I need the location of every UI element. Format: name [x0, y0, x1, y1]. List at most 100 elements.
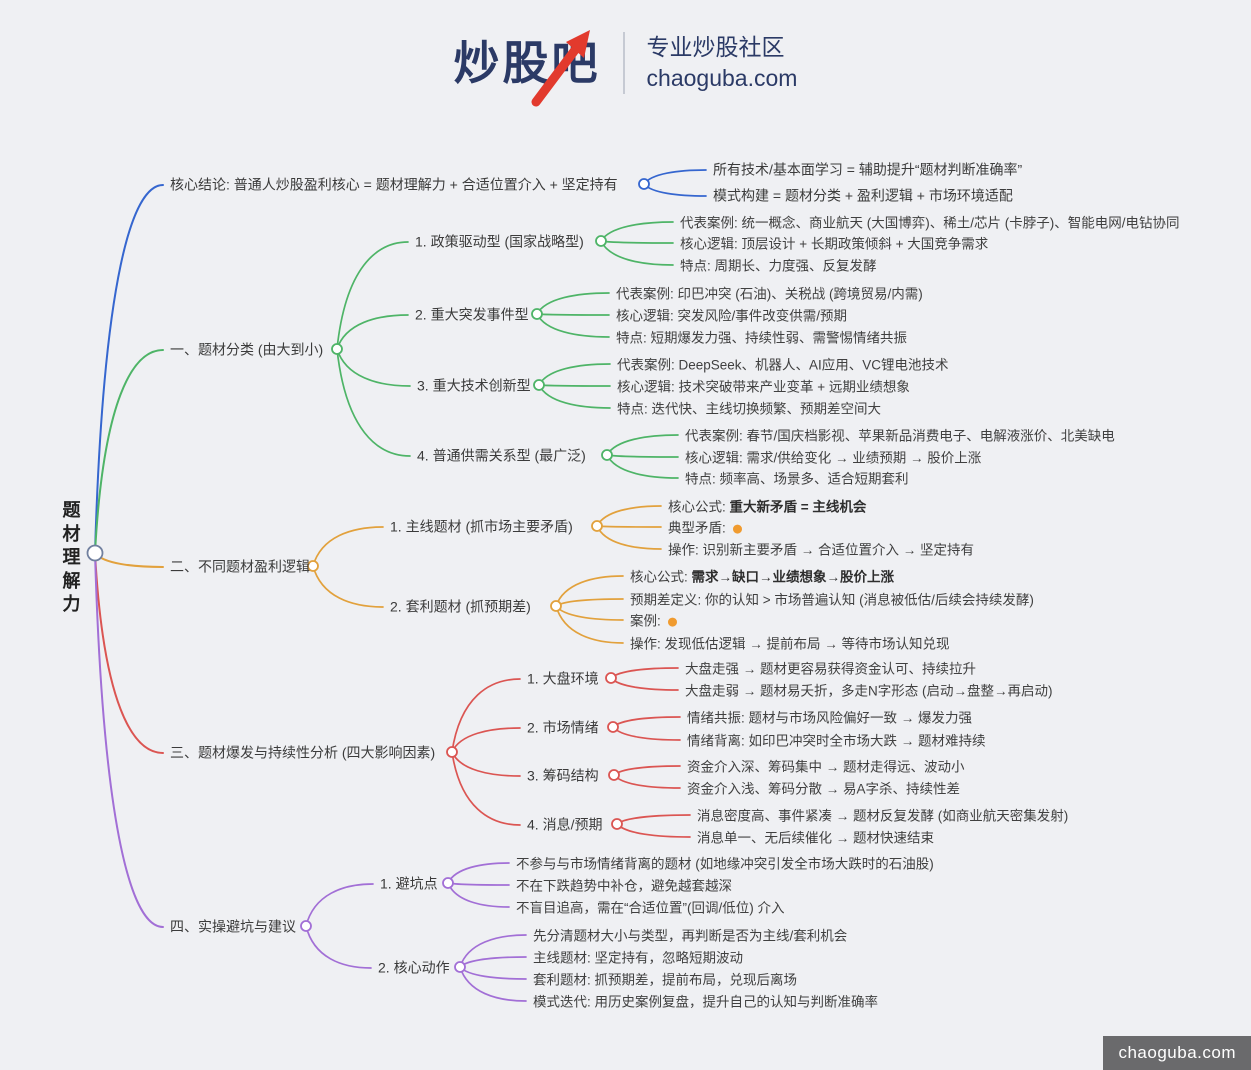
leaf-label: 代表案例: 印巴冲突 (石油)、关税战 (跨境贸易/内需): [616, 283, 923, 303]
edge: [538, 384, 611, 409]
label-text: 模式迭代: 用历史案例复盘，提升自己的认知与判断准确率: [533, 994, 879, 1010]
leaf-label: 操作: 识别新主要矛盾 → 合适位置介入 → 坚定持有: [668, 539, 974, 559]
leaf-label: 核心逻辑: 技术突破带来产业变革 + 远期业绩想象: [617, 376, 910, 396]
label-text: 一、题材分类 (由大到小): [170, 341, 324, 358]
edge: [612, 726, 681, 741]
branch-label: 一、题材分类 (由大到小): [170, 340, 323, 360]
leaf-label: 典型矛盾:: [668, 517, 742, 537]
node-anchor-dot: [331, 343, 343, 355]
branch-label: 二、不同题材盈利逻辑: [170, 557, 310, 577]
watermark-text: chaoguba.com: [1118, 1043, 1236, 1062]
edge: [536, 292, 610, 315]
label-text: 4. 普通供需关系型 (最广泛): [417, 447, 586, 464]
leaf-label: 核心逻辑: 突发风险/事件改变供需/预期: [616, 305, 847, 325]
label-text: 2. 重大突发事件型: [415, 306, 529, 323]
leaf-label: 特点: 短期爆发力强、持续性弱、需警惕情绪共振: [616, 327, 907, 347]
edge: [312, 526, 384, 567]
edge: [312, 565, 384, 608]
edge: [336, 348, 411, 457]
root-node-label: 题材理解力: [62, 500, 81, 614]
leaf-text-prefix: 核心公式:: [630, 569, 692, 585]
label-text: 主线题材: 坚定持有，忽略短期波动: [533, 950, 744, 966]
label-text: 2. 市场情绪: [527, 719, 599, 736]
leaf-label: 消息单一、无后续催化 → 题材快速结束: [697, 827, 934, 847]
leaf-label: 案例:: [630, 610, 677, 630]
leaf-label: 资金介入浅、筹码分散 → 易A字杀、持续性差: [687, 778, 960, 798]
label-text: 1. 避坑点: [380, 875, 438, 892]
node-anchor-dot: [607, 721, 619, 733]
label-text: 不参与与市场情绪背离的题材 (如地缘冲突引发全市场大跌时的石油股): [516, 856, 934, 872]
sub-branch-label: 3. 重大技术创新型: [417, 376, 531, 396]
edge: [451, 678, 521, 753]
edge: [94, 349, 164, 554]
sub-branch-label: 2. 套利题材 (抓预期差): [390, 597, 531, 617]
edge: [451, 727, 521, 753]
leaf-label: 不参与与市场情绪背离的题材 (如地缘冲突引发全市场大跌时的石油股): [516, 853, 934, 873]
label-text: 代表案例: 春节/国庆档影视、苹果新品消费电子、电解液涨价、北美缺电: [685, 428, 1115, 444]
label-text: 核心逻辑: 技术突破带来产业变革 + 远期业绩想象: [617, 379, 910, 395]
node-anchor-dot: [533, 379, 545, 391]
sub-branch-label: 2. 市场情绪: [527, 718, 599, 738]
leaf-text-prefix: 核心公式:: [668, 499, 730, 515]
leaf-label: 情绪背离: 如印巴冲突时全市场大跌 → 题材难持续: [687, 730, 986, 750]
leaf-label: 模式迭代: 用历史案例复盘，提升自己的认知与判断准确率: [533, 991, 878, 1011]
watermark-badge: chaoguba.com: [1103, 1036, 1251, 1070]
sub-branch-label: 1. 政策驱动型 (国家战略型): [415, 232, 584, 252]
leaf-label: 特点: 频率高、场景多、适合短期套利: [685, 468, 909, 488]
label-text: 消息单一、无后续催化 → 题材快速结束: [697, 830, 935, 846]
node-anchor-dot: [86, 544, 104, 562]
label-text: 套利题材: 抓预期差，提前布局，兑现后离场: [533, 972, 798, 988]
label-text: 先分清题材大小与类型，再判断是否为主线/套利机会: [533, 928, 848, 944]
node-anchor-dot: [591, 520, 603, 532]
leaf-label: 核心公式: 需求→缺口→业绩想象→股价上涨: [630, 566, 894, 586]
edge: [459, 934, 527, 968]
sub-branch-label: 所有技术/基本面学习 = 辅助提升“题材判断准确率”: [713, 160, 1022, 180]
edge: [596, 525, 662, 528]
label-text: 代表案例: DeepSeek、机器人、AI应用、VC锂电池技术: [617, 357, 949, 373]
edge: [606, 454, 679, 479]
leaf-label: 核心逻辑: 需求/供给变化 → 业绩预期 → 股价上涨: [685, 447, 981, 467]
edge: [538, 363, 611, 386]
label-text: 核心逻辑: 突发风险/事件改变供需/预期: [616, 308, 848, 324]
edge: [336, 241, 409, 350]
edge: [555, 605, 624, 621]
edge: [600, 221, 674, 242]
edge: [643, 183, 707, 197]
label-text: 所有技术/基本面学习 = 辅助提升“题材判断准确率”: [713, 161, 1023, 178]
logo-tagline-block: 专业炒股社区 chaoguba.com: [622, 32, 797, 94]
label-text: 1. 主线题材 (抓市场主要矛盾): [390, 518, 573, 535]
label-text: 3. 筹码结构: [527, 767, 599, 784]
label-text: 特点: 周期长、力度强、反复发酵: [680, 258, 877, 274]
label-text: 1. 政策驱动型 (国家战略型): [415, 233, 584, 250]
node-anchor-dot: [442, 877, 454, 889]
edge: [536, 313, 610, 316]
label-text: 资金介入浅、筹码分散 → 易A字杀、持续性差: [687, 781, 961, 797]
edge: [94, 552, 164, 928]
label-text: 2. 核心动作: [378, 959, 450, 976]
leaf-label: 消息密度高、事件紧凑 → 题材反复发酵 (如商业航天密集发射): [697, 805, 1068, 825]
edge: [94, 184, 164, 554]
node-anchor-dot: [605, 672, 617, 684]
sub-branch-label: 2. 重大突发事件型: [415, 305, 529, 325]
edge: [451, 751, 521, 777]
leaf-label: 代表案例: 统一概念、商业航天 (大国博弈)、稀土/芯片 (卡脖子)、智能电网/…: [680, 212, 1180, 232]
edge: [555, 605, 624, 644]
label-text: 4. 消息/预期: [527, 816, 603, 833]
node-anchor-dot: [531, 308, 543, 320]
leaf-label: 资金介入深、筹码集中 → 题材走得远、波动小: [687, 756, 965, 776]
label-text: 预期差定义: 你的认知 > 市场普遍认知 (消息被低估/后续会持续发酵): [630, 592, 1034, 608]
edge: [336, 314, 409, 350]
bullet-dot-icon: [732, 524, 742, 534]
label-text: 情绪共振: 题材与市场风险偏好一致 → 爆发力强: [687, 710, 973, 726]
leaf-label: 不盲目追高，需在“合适位置”(回调/低位) 介入: [516, 897, 784, 917]
sub-branch-label: 1. 主线题材 (抓市场主要矛盾): [390, 517, 573, 537]
label-text: 特点: 迭代快、主线切换频繁、预期差空间大: [617, 401, 882, 417]
edge: [94, 552, 164, 754]
node-anchor-dot: [611, 818, 623, 830]
node-anchor-dot: [595, 235, 607, 247]
edge: [447, 862, 510, 884]
node-anchor-dot: [300, 920, 312, 932]
